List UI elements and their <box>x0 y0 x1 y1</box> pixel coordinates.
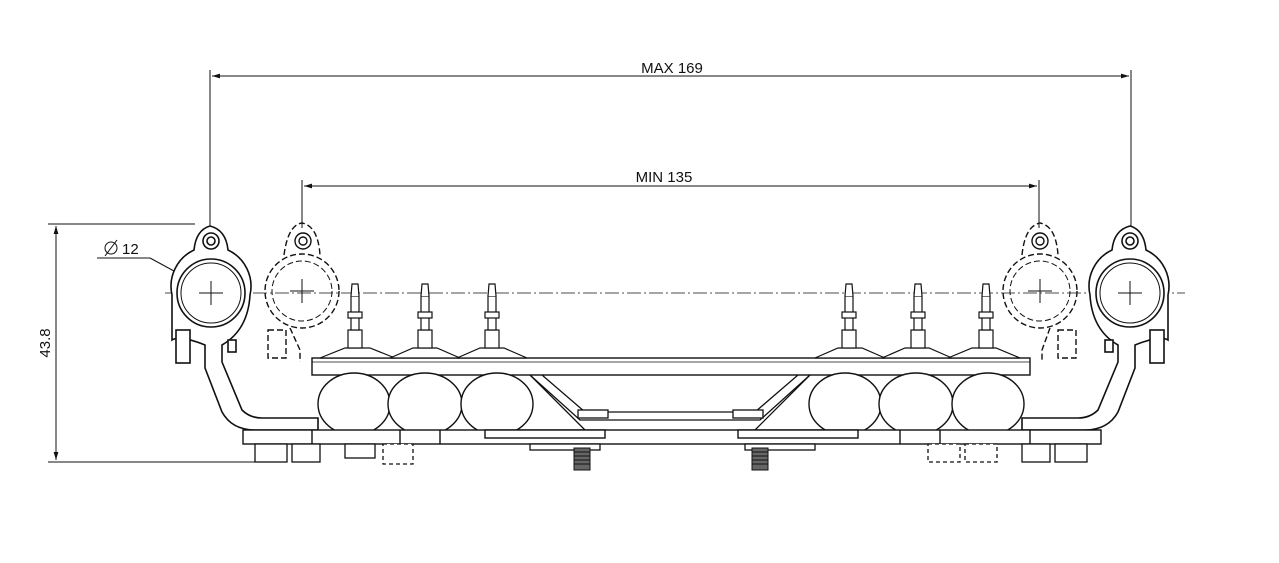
right-inner-crosshair <box>1028 279 1052 303</box>
left-inner-clamp <box>264 222 340 362</box>
max-width-dimension <box>209 70 1132 228</box>
height-dimension <box>48 223 255 463</box>
nozzle-3 <box>456 283 528 359</box>
right-outer-clamp <box>1021 225 1170 431</box>
base-plate <box>242 429 1102 445</box>
right-outer-crosshair <box>1118 281 1142 305</box>
roller-5 <box>878 372 954 436</box>
min-width-label: MIN 135 <box>636 169 693 186</box>
base-feet <box>254 443 1088 465</box>
height-label: 43.8 <box>37 328 54 357</box>
left-inner-crosshair <box>290 279 314 303</box>
nozzle-1 <box>319 283 396 359</box>
max-width-label: MAX 169 <box>641 60 703 77</box>
roller-1 <box>317 372 391 436</box>
roller-6 <box>951 372 1025 436</box>
diameter-label: 12 <box>122 241 139 258</box>
nozzle-2 <box>389 283 461 359</box>
threaded-studs <box>573 447 769 471</box>
nozzle-5 <box>881 283 953 359</box>
left-outer-crosshair <box>199 281 223 305</box>
nozzle-fittings <box>319 283 1021 359</box>
roller-3 <box>460 372 534 436</box>
top-plate <box>311 357 1031 376</box>
right-inner-clamp <box>1002 222 1078 362</box>
nozzle-4 <box>814 283 886 359</box>
min-width-dimension <box>301 180 1040 228</box>
roller-4 <box>808 372 882 436</box>
ball-rollers <box>317 372 1025 436</box>
center-brace <box>529 374 811 431</box>
nozzle-6 <box>947 283 1021 359</box>
roller-2 <box>387 372 463 436</box>
